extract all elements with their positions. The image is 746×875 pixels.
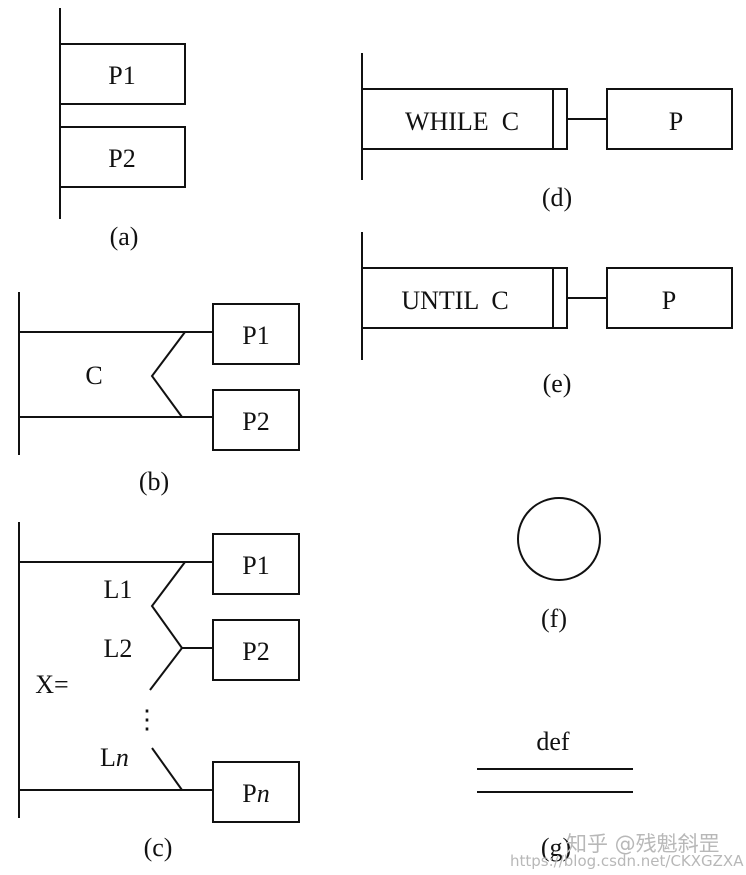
panel-c-case1-label: L1 xyxy=(104,575,133,604)
panel-g-caption: (g) xyxy=(541,833,571,862)
panel-a-sequence: P1 P2 (a) xyxy=(59,8,186,251)
panel-e-box-p xyxy=(606,267,733,329)
panel-b-box-p2 xyxy=(212,389,300,451)
panel-e-until-loop: UNTIL C P (e) xyxy=(361,232,733,398)
panel-c-box-p2-label: P2 xyxy=(242,637,269,666)
panel-c-box-p1-label: P1 xyxy=(242,551,269,580)
panel-c-casen-label-n: n xyxy=(116,743,129,772)
panel-c-casen-label: Ln xyxy=(100,743,129,772)
panel-f-terminal: (f) xyxy=(517,497,601,633)
watermark-line1: 知乎 @残魁斜罡 xyxy=(566,832,720,856)
panel-c-multi-branch: X= L1 L2 ⋮ Ln P1 P2 Pn (c) xyxy=(18,522,300,862)
panel-c-box-pn-prefix: P xyxy=(242,779,256,808)
panel-a-box-p2-label: P2 xyxy=(108,144,135,173)
panel-c-case2-label: L2 xyxy=(104,634,133,663)
panel-b-condition-chevron xyxy=(150,331,186,418)
panel-d-while-loop: WHILE C P (d) xyxy=(361,53,733,212)
panel-c-casen-label-prefix: L xyxy=(100,743,116,772)
watermark: 知乎 @残魁斜罡 https://blog.csdn.net/CKXGZXA xyxy=(510,832,744,870)
panel-a-caption: (a) xyxy=(110,222,139,251)
panel-d-caption: (d) xyxy=(542,183,572,212)
panel-b-caption: (b) xyxy=(139,467,169,496)
panel-b-box-p2-label: P2 xyxy=(242,407,269,436)
panel-b-box-p1 xyxy=(212,303,300,365)
panel-c-box-pn xyxy=(212,761,300,823)
panel-d-box-p xyxy=(606,88,733,150)
watermark-line2: https://blog.csdn.net/CKXGZXA xyxy=(510,852,744,870)
panel-f-caption: (f) xyxy=(541,604,567,633)
panel-a-box-p2 xyxy=(59,126,186,188)
panel-c-box-pn-label: Pn xyxy=(242,779,269,808)
panel-b-selection: C P1 P2 (b) xyxy=(18,292,300,496)
panel-d-box-p-label: P xyxy=(669,107,683,136)
panel-g-definition: def (g) xyxy=(477,727,633,862)
panel-e-condition-label: UNTIL C xyxy=(401,286,508,315)
panel-c-selector-label: X= xyxy=(35,670,68,699)
panel-c-casen-line xyxy=(151,747,183,791)
panel-c-ellipsis: ⋮ xyxy=(134,705,160,734)
panel-d-condition-label: WHILE C xyxy=(405,107,519,136)
panel-a-box-p1 xyxy=(59,43,186,105)
panel-b-condition-label: C xyxy=(85,361,102,390)
panel-f-circle xyxy=(517,497,601,581)
panel-c-case-chevron-1 xyxy=(149,561,186,691)
panel-b-box-p1-label: P1 xyxy=(242,321,269,350)
panel-c-box-p1 xyxy=(212,533,300,595)
panel-g-def-label: def xyxy=(536,727,570,756)
panel-e-caption: (e) xyxy=(543,369,572,398)
panel-a-box-p1-label: P1 xyxy=(108,61,135,90)
panel-c-box-p2 xyxy=(212,619,300,681)
panel-c-box-pn-n: n xyxy=(257,779,270,808)
panel-c-caption: (c) xyxy=(144,833,173,862)
panel-e-box-p-label: P xyxy=(662,286,676,315)
